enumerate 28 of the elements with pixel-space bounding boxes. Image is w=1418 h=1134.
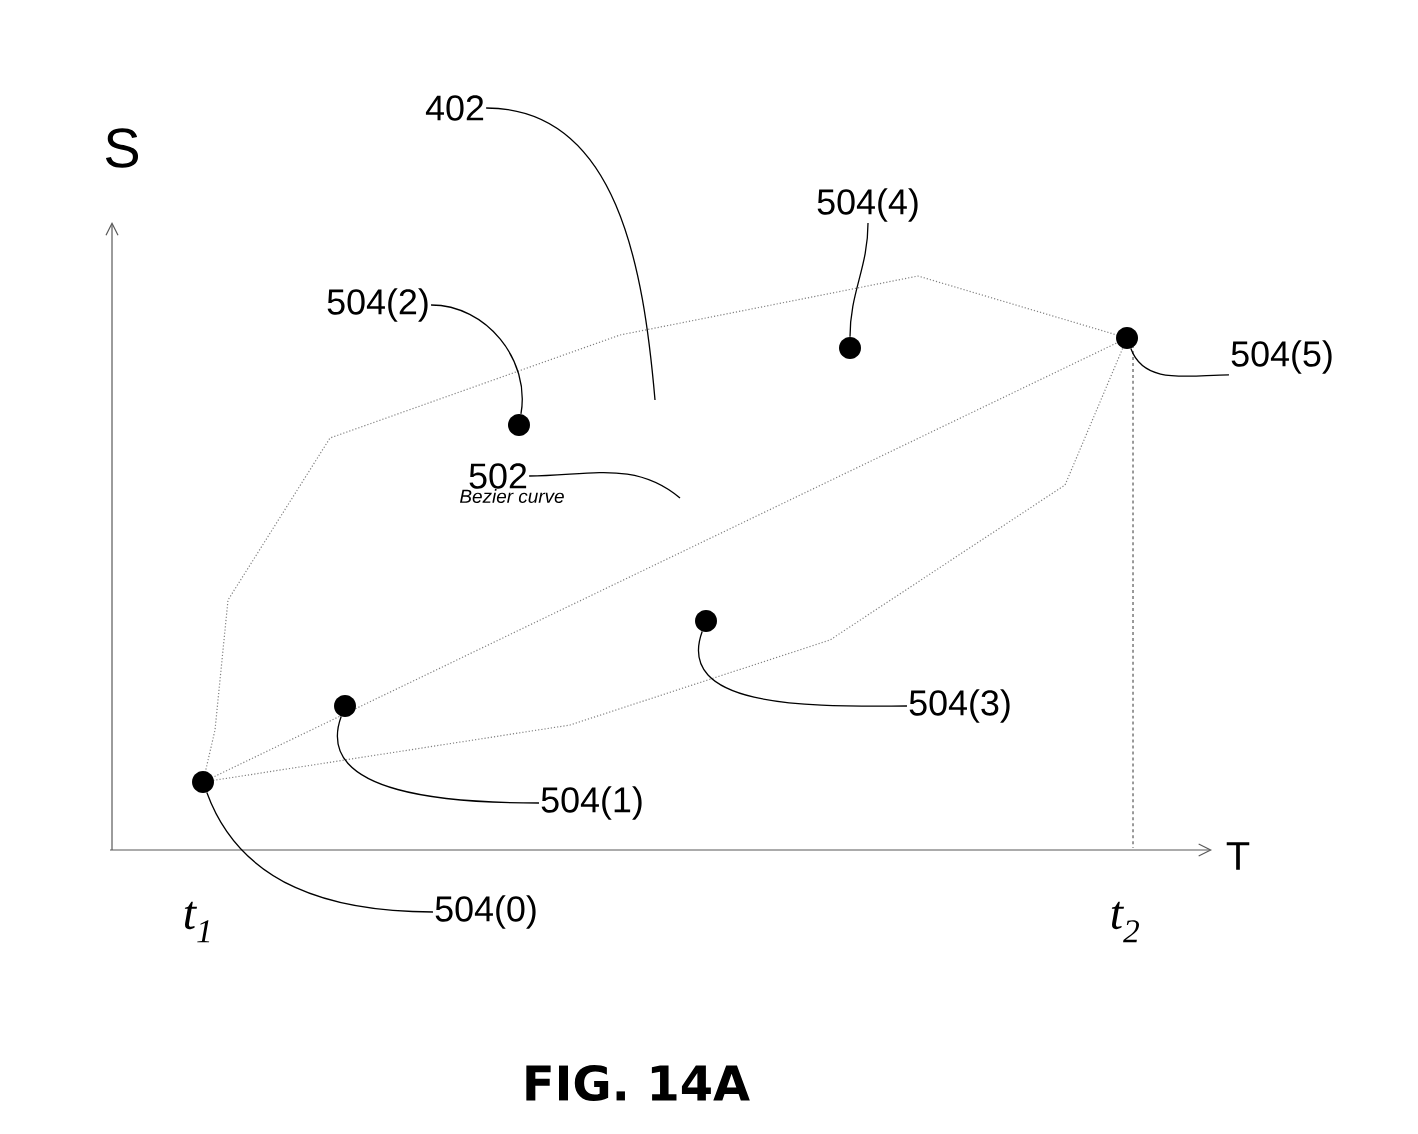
leader-line — [1130, 347, 1230, 377]
tick-label: t$_{2}$ — [1111, 901, 1140, 943]
reference-numeral: 504(5) — [1231, 340, 1332, 374]
reference-numeral: 504(4) — [817, 188, 918, 222]
control-point — [192, 771, 214, 793]
control-point — [1116, 327, 1138, 349]
leader-line — [485, 107, 656, 401]
reference-numeral: 504(1) — [541, 786, 642, 820]
leader-line — [849, 222, 869, 338]
tick-label: t$_{1}$ — [184, 901, 210, 943]
reference-numeral: 402 — [425, 95, 484, 121]
reference-numeral: 504(3) — [909, 689, 1010, 723]
reference-numeral: 504(0) — [435, 895, 536, 929]
leader-line — [528, 472, 681, 499]
figure-caption: FIG. 14A — [526, 1064, 750, 1102]
curve-label: Bezier curve — [460, 489, 564, 503]
axis-label: T — [1226, 842, 1250, 870]
control-point — [334, 695, 356, 717]
control-point — [839, 337, 861, 359]
axis-label: S — [105, 128, 139, 168]
control-point — [508, 414, 530, 436]
leader-line — [697, 630, 908, 707]
reference-numeral: 504(2) — [327, 288, 428, 322]
reference-numeral: 502 — [469, 463, 527, 489]
leader-line — [430, 304, 523, 415]
leader-line — [206, 791, 434, 913]
control-point — [695, 610, 717, 632]
leader-line — [336, 715, 540, 804]
